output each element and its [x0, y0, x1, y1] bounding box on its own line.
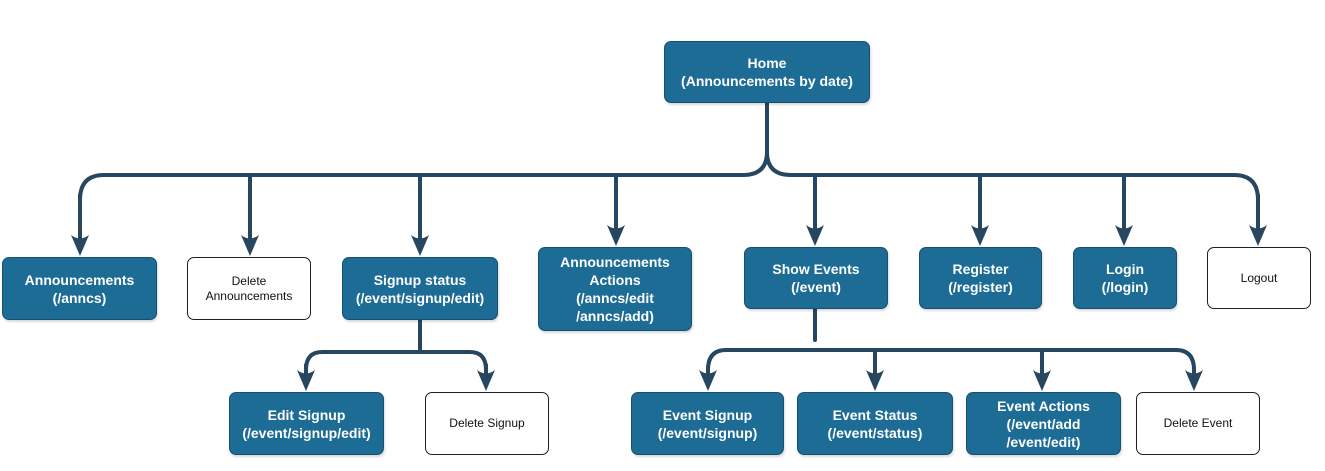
node-edit-signup-label: Edit Signup (/event/signup/edit) [242, 406, 371, 441]
node-login: Login (/login) [1073, 247, 1177, 309]
arrowhead-login [1115, 225, 1133, 246]
node-register-label: Register (/register) [948, 261, 1013, 295]
node-event-status-label: Event Status (/event/status) [827, 406, 923, 441]
node-delete-event-label: Delete Event [1163, 416, 1233, 430]
arrowhead-announcements-actions [607, 225, 625, 246]
node-event-signup: Event Signup (/event/signup) [631, 392, 784, 455]
node-delete-event: Delete Event [1136, 392, 1260, 455]
node-register: Register (/register) [919, 247, 1042, 309]
node-delete-signup: Delete Signup [425, 392, 549, 455]
node-signup-status: Signup status (/event/signup/edit) [342, 257, 498, 320]
connector-main-bus [78, 150, 1260, 202]
connector-signup-status-bus [304, 350, 488, 372]
connector-show-events-bus [706, 348, 1196, 372]
node-delete-announcements: Delete Announcements [187, 257, 311, 320]
arrowhead-event-signup [699, 370, 717, 391]
node-show-events: Show Events (/event) [744, 247, 888, 309]
node-event-signup-label: Event Signup (/event/signup) [657, 406, 758, 441]
node-announcements-actions-label: Announcements Actions (/anncs/edit /annc… [560, 254, 670, 324]
arrowhead-signup-status [411, 235, 429, 256]
node-show-events-label: Show Events (/event) [772, 261, 860, 295]
node-event-status: Event Status (/event/status) [797, 392, 953, 455]
arrowhead-delete-signup [477, 370, 495, 391]
node-home-label: Home (Announcements by date) [681, 55, 853, 89]
node-announcements-actions: Announcements Actions (/anncs/edit /annc… [538, 247, 692, 331]
node-logout-label: Logout [1240, 270, 1278, 285]
arrowhead-logout [1249, 225, 1267, 246]
arrowhead-delete-event [1185, 370, 1203, 391]
arrowhead-delete-announcements [241, 235, 259, 256]
node-announcements: Announcements (/anncs) [2, 257, 157, 320]
node-delete-signup-label: Delete Signup [449, 416, 525, 430]
node-logout: Logout [1207, 247, 1311, 309]
node-event-actions-label: Event Actions (/event/add /event/edit) [997, 397, 1090, 450]
arrowhead-show-events [806, 225, 824, 246]
arrowhead-event-actions [1033, 370, 1051, 391]
node-home: Home (Announcements by date) [664, 41, 870, 103]
arrowhead-register [971, 225, 989, 246]
arrowhead-edit-signup [297, 370, 315, 391]
node-edit-signup: Edit Signup (/event/signup/edit) [229, 392, 384, 455]
arrowhead-announcements [71, 235, 89, 256]
node-event-actions: Event Actions (/event/add /event/edit) [966, 392, 1121, 455]
node-login-label: Login (/login) [1101, 261, 1149, 295]
node-announcements-label: Announcements (/anncs) [24, 271, 135, 306]
node-signup-status-label: Signup status (/event/signup/edit) [355, 271, 485, 306]
node-delete-announcements-label: Delete Announcements [205, 273, 293, 303]
arrowhead-event-status [866, 370, 884, 391]
